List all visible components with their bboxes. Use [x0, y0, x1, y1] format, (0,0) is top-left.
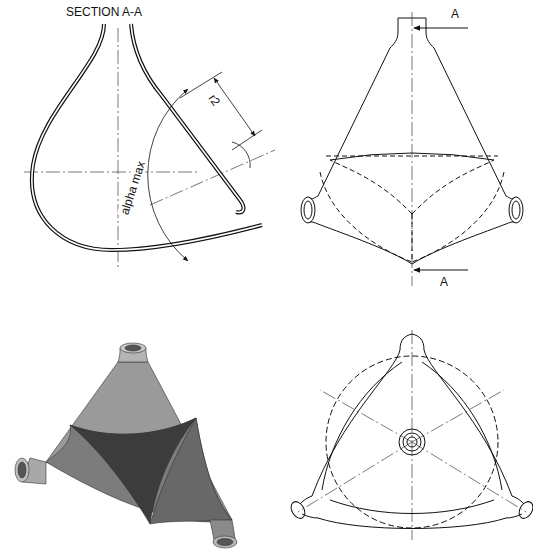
front-view	[301, 12, 523, 286]
dimension-label: alpha max	[117, 158, 149, 219]
top-view	[288, 330, 533, 540]
section-view	[24, 24, 275, 268]
shaded-view	[15, 343, 237, 548]
section-marker: A	[449, 7, 461, 21]
section-marker: A	[438, 275, 450, 289]
view-title: SECTION A-A	[64, 5, 144, 19]
dimension-label: r2	[204, 90, 224, 110]
